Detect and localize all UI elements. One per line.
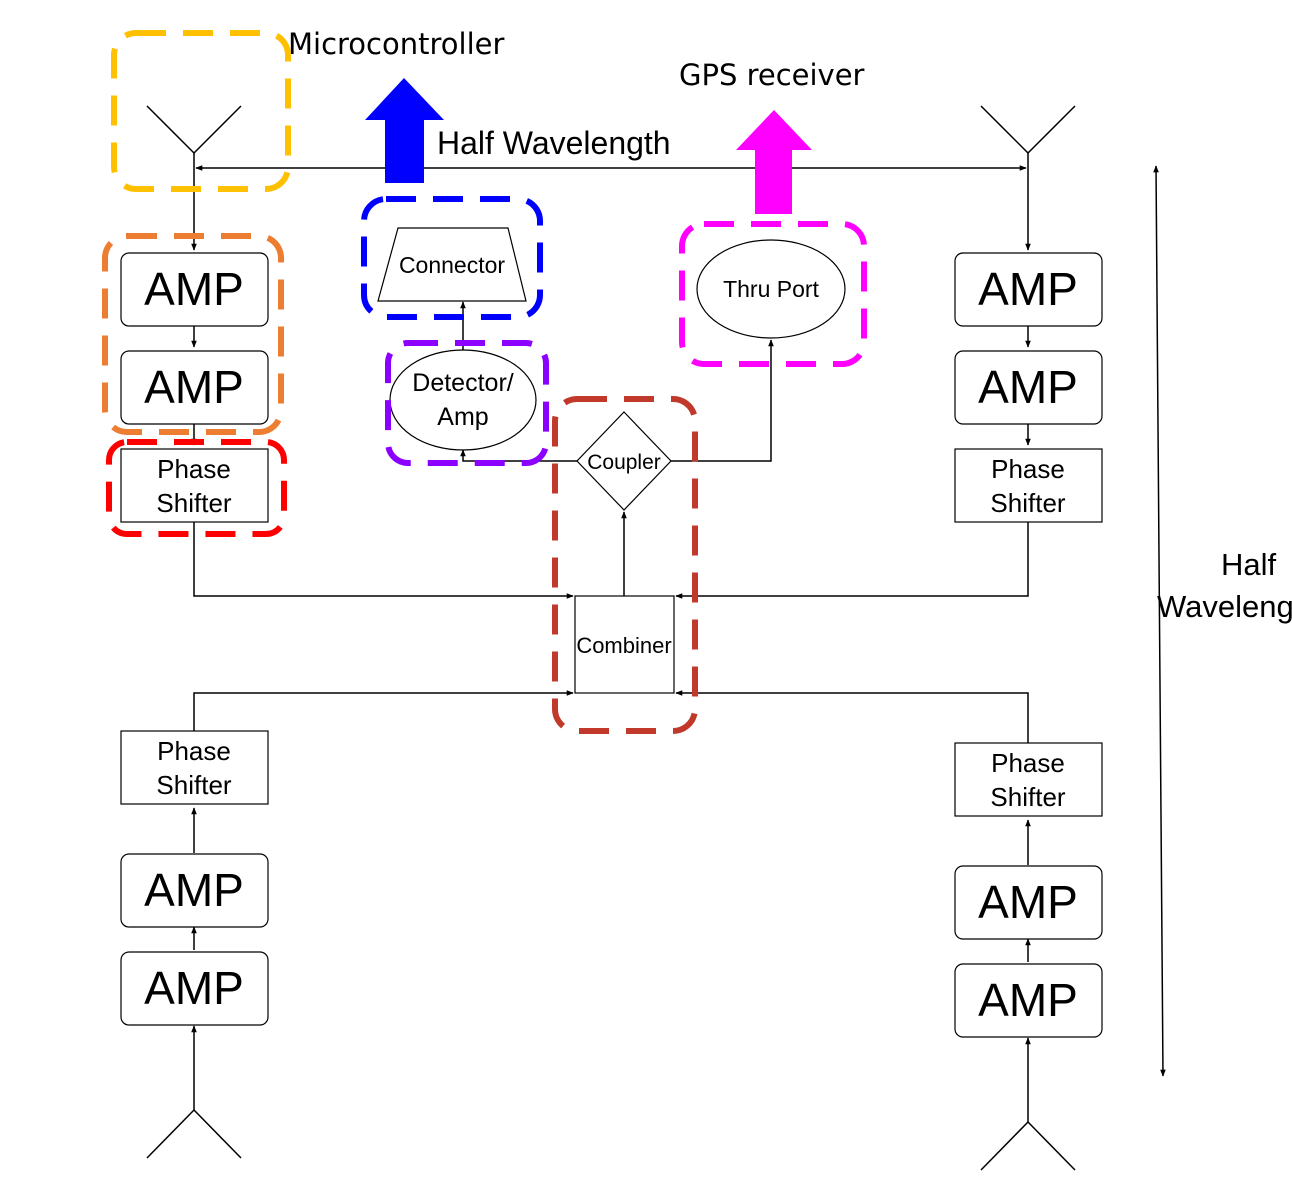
antenna-icon [980, 105, 1076, 251]
antenna-icon [980, 1037, 1076, 1171]
vertical-dimension-line [1153, 165, 1166, 1077]
chain-wires [191, 301, 1031, 962]
amp-label: AMP [978, 974, 1078, 1026]
amp-block: AMP [120, 252, 269, 327]
detector-label-line2: Amp [437, 403, 488, 431]
amp-block: AMP [954, 350, 1103, 425]
phase-shifter-label-line1: Phase [157, 454, 231, 484]
antenna-icon [146, 105, 242, 251]
vertical-dimension-label-line2: Wavelength [1157, 589, 1292, 624]
coupler-combiner-group-outline [552, 396, 698, 734]
phase-shifter-label-line2: Shifter [990, 782, 1065, 812]
vertical-dimension-label-line1: Half [1221, 547, 1277, 582]
phase-shifter-label-line1: Phase [991, 454, 1065, 484]
thru-port-group-outline [679, 221, 867, 367]
microcontroller-group-outline [111, 30, 291, 192]
amp-label: AMP [978, 263, 1078, 315]
microcontroller-output-arrow [365, 78, 444, 183]
gps-receiver-label: GPS receiver [679, 58, 865, 92]
amp-block: AMP [120, 951, 269, 1026]
amp-block: AMP [120, 350, 269, 425]
amp-block: AMP [954, 865, 1103, 940]
combiner-label: Combiner [576, 633, 671, 658]
coupler-block: Coupler [576, 411, 672, 511]
amp-label: AMP [144, 864, 244, 916]
connector-group-outline [361, 196, 543, 320]
phase-shifter-block: Phase Shifter [120, 730, 269, 805]
combiner-block: Combiner [574, 595, 675, 694]
microcontroller-label: Microcontroller [288, 27, 504, 61]
gps-output-arrow [736, 110, 812, 214]
phase-shifter-block: Phase Shifter [954, 448, 1103, 523]
antenna-icon [146, 1025, 242, 1159]
amp-block: AMP [954, 252, 1103, 327]
coupler-label: Coupler [587, 451, 661, 474]
phase-shifter-block: Phase Shifter [954, 742, 1103, 817]
amp-label: AMP [978, 876, 1078, 928]
amp-group-outline [102, 233, 284, 435]
amp-label: AMP [978, 361, 1078, 413]
detector-group-outline [385, 340, 549, 466]
phase-shifter-block: Phase Shifter [120, 448, 269, 523]
phase-shifter-label-line1: Phase [157, 736, 231, 766]
phase-shifter-label-line2: Shifter [990, 488, 1065, 518]
amp-label: AMP [144, 361, 244, 413]
thru-port-label: Thru Port [723, 276, 819, 302]
detector-amp-block: Detector/ Amp [389, 349, 537, 451]
connector-label: Connector [399, 252, 505, 278]
horizontal-dimension-label: Half Wavelength [437, 125, 671, 161]
amp-block: AMP [120, 853, 269, 928]
amp-label: AMP [144, 263, 244, 315]
amp-label: AMP [144, 962, 244, 1014]
thru-port-block: Thru Port [696, 239, 846, 339]
amp-block: AMP [954, 963, 1103, 1038]
connector-block: Connector [377, 227, 527, 302]
phase-shifter-label-line1: Phase [991, 748, 1065, 778]
detector-label-line1: Detector/ [412, 369, 513, 397]
phase-shifter-group-outline [106, 439, 287, 537]
phase-shifter-label-line2: Shifter [156, 488, 231, 518]
phase-shifter-label-line2: Shifter [156, 770, 231, 800]
